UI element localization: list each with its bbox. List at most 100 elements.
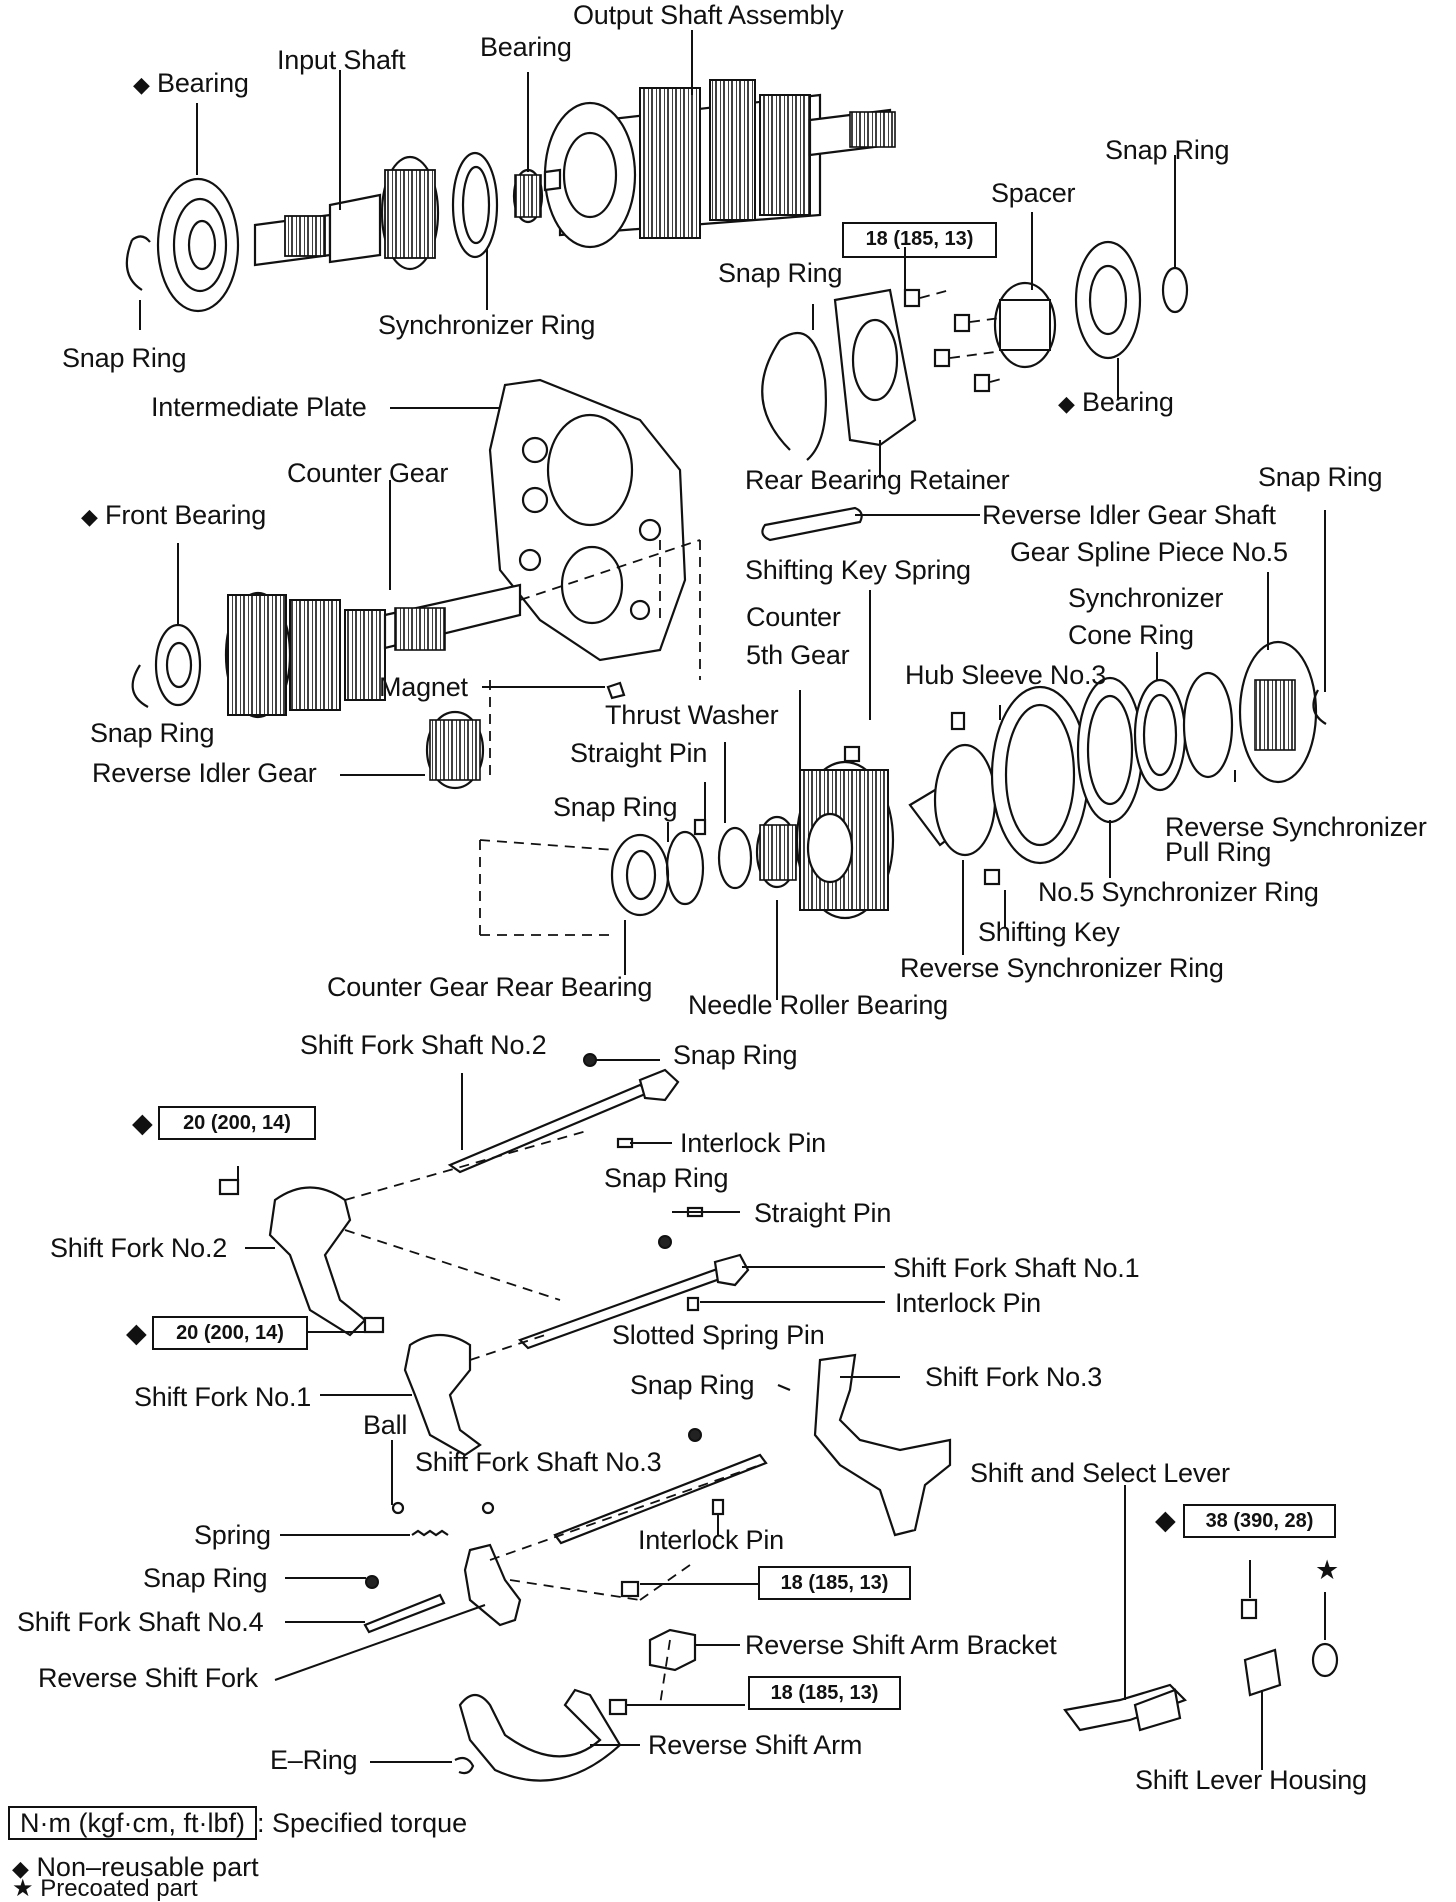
label-ball: Ball <box>363 1410 408 1440</box>
pull-ring-shape <box>1182 671 1234 779</box>
torque-bracket-2: 18 (185, 13) <box>748 1676 901 1710</box>
label-reverse-shift-arm: Reverse Shift Arm <box>648 1730 863 1760</box>
label-output-shaft-assembly: Output Shaft Assembly <box>573 0 844 30</box>
label-shift-fork-shaft-no1: Shift Fork Shaft No.1 <box>893 1253 1140 1283</box>
label-counter-5th-1: Counter <box>746 602 841 632</box>
label-interlock-pin-2: Interlock Pin <box>895 1288 1041 1318</box>
legend-precoated-text: Precoated part <box>40 1875 198 1902</box>
bracket-shape <box>648 1628 697 1672</box>
torque-housing: 38 (390, 28) <box>1183 1504 1336 1538</box>
intermediate-plate <box>488 378 687 662</box>
legend-non-reusable-text: Non–reusable part <box>36 1852 259 1882</box>
label-shift-fork-shaft-no3: Shift Fork Shaft No.3 <box>415 1447 662 1477</box>
reverse-idler-shaft-shape <box>761 506 863 542</box>
label-rear-bearing-retainer: Rear Bearing Retainer <box>745 465 1010 495</box>
label-bearing-left-group: ◆ Bearing <box>133 68 249 100</box>
synchronizer-ring-shape <box>451 151 499 259</box>
label-shift-fork-no2: Shift Fork No.2 <box>50 1233 228 1263</box>
bearing-right-shape <box>1074 240 1142 360</box>
snap-ring-shape <box>125 235 151 291</box>
legend-non-reusable: ◆ Non–reusable part <box>12 1852 259 1884</box>
label-bearing-right: Bearing <box>1082 387 1174 417</box>
reverse-sync-ring-shape <box>933 743 997 857</box>
shift-fork-assembly <box>218 1053 1339 1782</box>
housing-bolt <box>1240 1598 1258 1620</box>
label-synchronizer-cone-1: Synchronizer <box>1068 583 1224 613</box>
thrust-washer-shape <box>717 826 753 890</box>
label-shift-fork-no3: Shift Fork No.3 <box>925 1362 1103 1392</box>
label-e-ring: E–Ring <box>270 1745 358 1775</box>
label-snap-ring-fs4: Snap Ring <box>143 1563 268 1593</box>
counter-rear-bearing-shape <box>610 833 670 917</box>
label-needle-roller-bearing: Needle Roller Bearing <box>688 990 948 1020</box>
bracket-bolt-1 <box>620 1580 640 1598</box>
label-counter-gear: Counter Gear <box>287 458 449 488</box>
select-lever-arm <box>463 1543 522 1627</box>
label-shifting-key-spring: Shifting Key Spring <box>745 555 971 585</box>
label-front-bearing: Front Bearing <box>105 500 267 530</box>
output-shaft-assembly <box>543 79 896 249</box>
shifting-key-top <box>843 745 861 763</box>
shaft-no2 <box>447 1083 653 1174</box>
torque-fork2: 20 (200, 14) <box>158 1106 316 1140</box>
label-reverse-shift-arm-bracket: Reverse Shift Arm Bracket <box>745 1630 1057 1660</box>
label-reverse-sync-ring: Reverse Synchronizer Ring <box>900 953 1224 983</box>
counter-gear-group <box>131 506 863 790</box>
torque-rear-retainer: 18 (185, 13) <box>842 222 997 258</box>
snap-ring-fs1-shape <box>658 1235 672 1249</box>
label-shift-select-lever: Shift and Select Lever <box>970 1458 1230 1488</box>
reverse-shift-arm-shape <box>458 1688 622 1782</box>
torque-fork1-marker: ◆ <box>126 1318 147 1348</box>
torque-bracket-1: 18 (185, 13) <box>758 1566 911 1600</box>
non-reusable-marker: ◆ <box>133 72 150 97</box>
snap-ring-counter-shape <box>665 830 705 906</box>
label-counter-5th-2: 5th Gear <box>746 640 850 670</box>
label-intermediate-plate: Intermediate Plate <box>151 392 367 422</box>
shift-select-lever-shape <box>1063 1683 1187 1732</box>
fork1-bolt <box>363 1316 385 1334</box>
label-bearing-top: Bearing <box>480 32 572 62</box>
label-synchronizer-ring: Synchronizer Ring <box>378 310 596 340</box>
label-reverse-idler-gear-shaft: Reverse Idler Gear Shaft <box>982 500 1276 530</box>
label-shift-fork-no1: Shift Fork No.1 <box>134 1382 312 1412</box>
interlock-pin-1-shape <box>616 1137 634 1149</box>
label-interlock-pin-1: Interlock Pin <box>680 1128 826 1158</box>
leader-lines <box>139 30 1326 1770</box>
retainer-plate <box>833 288 917 447</box>
label-snap-ring-right: Snap Ring <box>1258 462 1383 492</box>
shaft-no4 <box>363 1593 446 1634</box>
torque-fork2-marker: ◆ <box>132 1108 153 1138</box>
legend-torque-units: N·m (kgf·cm, ft·lbf) <box>8 1806 257 1840</box>
spring-shape <box>411 1529 449 1537</box>
magnet-shape <box>606 681 626 700</box>
snap-ring-fs4-shape <box>365 1575 379 1589</box>
cone-ring-shape <box>1133 678 1187 792</box>
label-gear-spline-piece: Gear Spline Piece No.5 <box>1010 537 1288 567</box>
label-synchronizer-cone-2: Cone Ring <box>1068 620 1194 650</box>
legend-star: ★ <box>12 1875 34 1902</box>
e-ring-shape <box>454 1756 475 1775</box>
non-reusable-marker: ◆ <box>1058 391 1075 416</box>
label-reverse-idler-gear: Reverse Idler Gear <box>92 758 317 788</box>
label-magnet: Magnet <box>379 672 468 702</box>
rear-bearing-retainer-group <box>761 240 1189 461</box>
label-spacer: Spacer <box>991 178 1076 208</box>
interlock-pin-2-shape <box>686 1296 700 1312</box>
shift-fork-no3-shape <box>813 1353 952 1537</box>
legend-torque: N·m (kgf·cm, ft·lbf): Specified torque <box>8 1806 467 1840</box>
precoated-ring-shape <box>1311 1642 1339 1678</box>
label-reverse-pull-ring-2: Pull Ring <box>1165 837 1272 867</box>
label-interlock-pin-3: Interlock Pin <box>638 1525 784 1555</box>
label-input-shaft: Input Shaft <box>277 45 406 75</box>
label-snap-ring-tl: Snap Ring <box>62 343 187 373</box>
ball-shape-1 <box>391 1501 405 1515</box>
label-snap-ring-fs3: Snap Ring <box>630 1370 755 1400</box>
snap-ring-retainer-shape <box>761 332 827 461</box>
shaft-no3 <box>553 1453 768 1545</box>
fifth-gear-synchro-group <box>479 640 1327 936</box>
input-shaft-group <box>125 151 544 313</box>
label-spring: Spring <box>194 1520 271 1550</box>
snap-ring-fs3-shape <box>688 1428 702 1442</box>
